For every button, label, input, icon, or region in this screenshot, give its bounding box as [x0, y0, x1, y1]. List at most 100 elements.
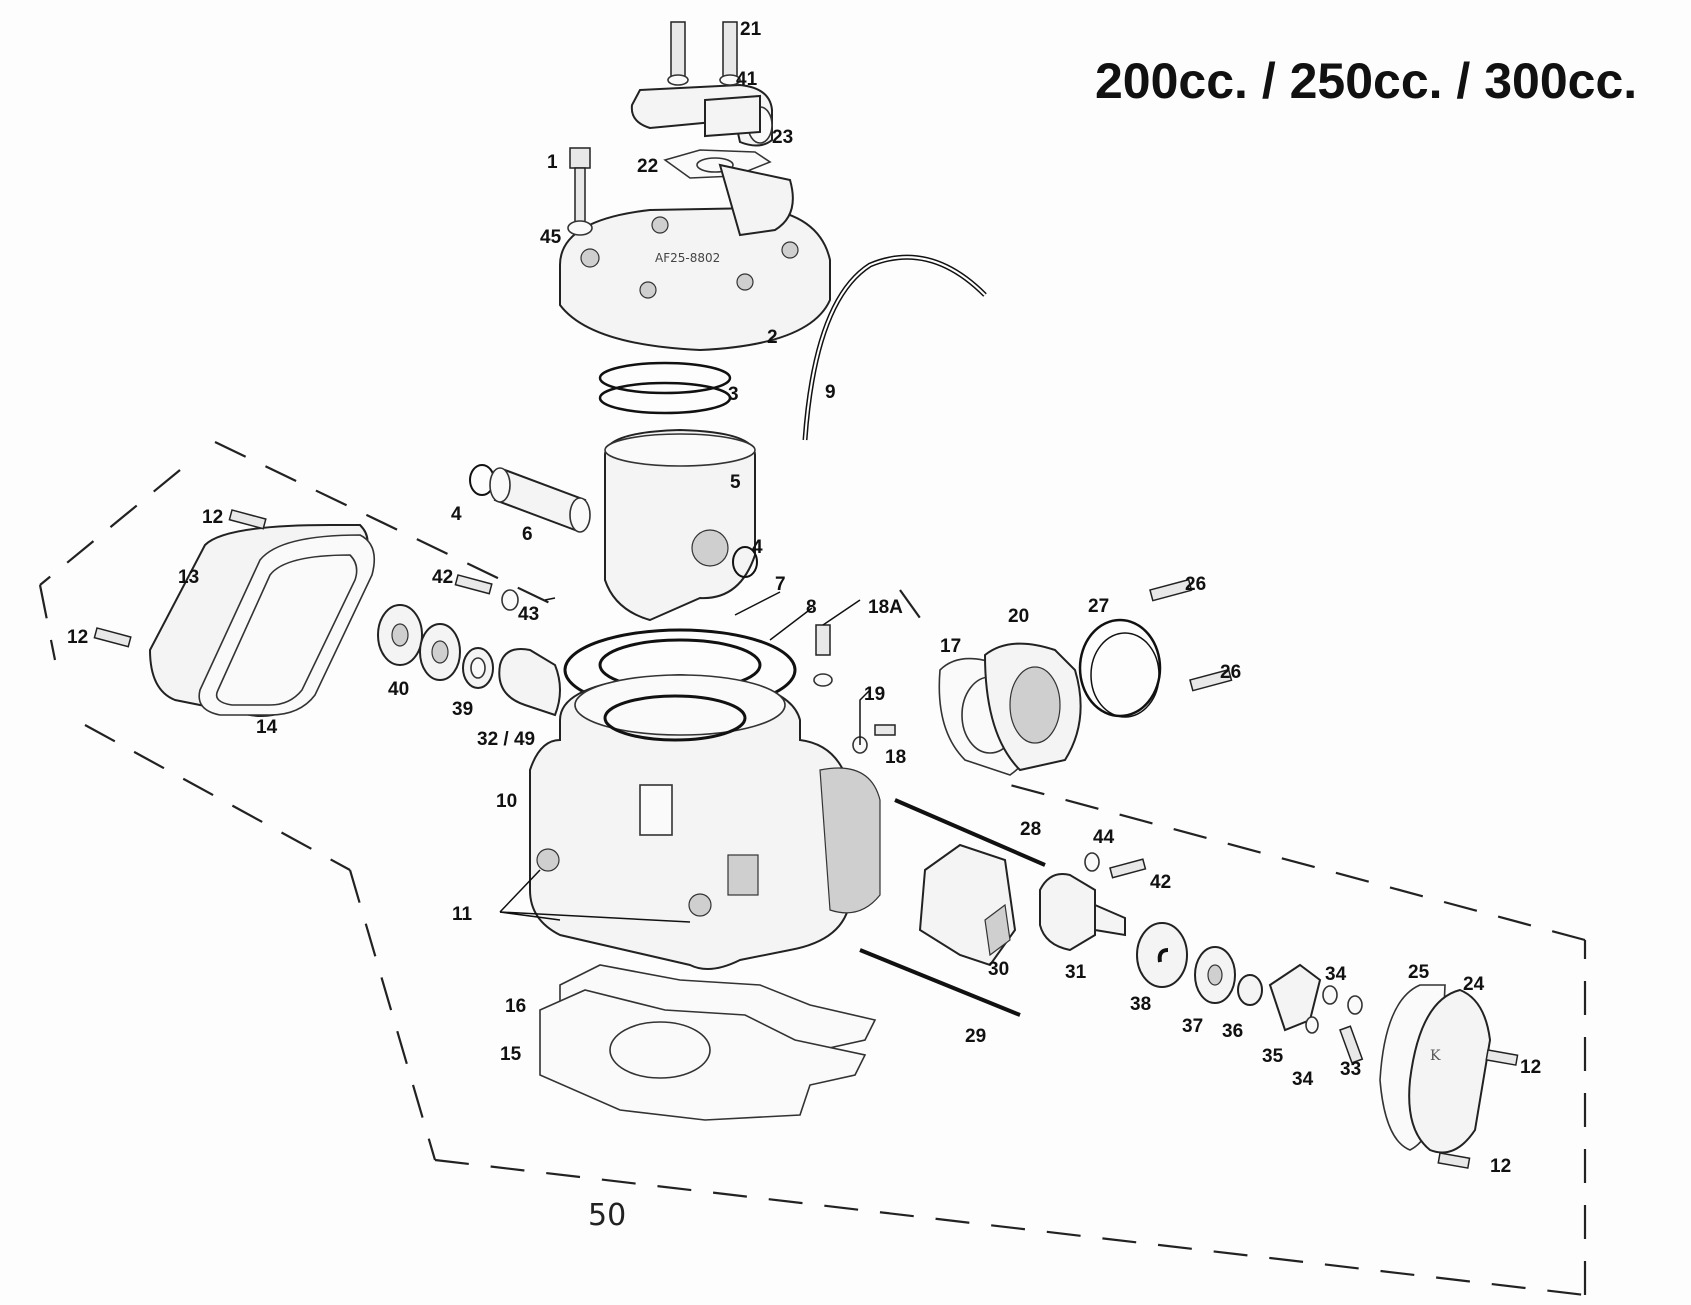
callout-36: 36 — [1222, 1021, 1243, 1042]
callout-42-right: 42 — [1150, 872, 1171, 893]
callout-17: 17 — [940, 636, 961, 657]
callout-40: 40 — [388, 679, 409, 700]
circlip-4-right — [732, 546, 758, 578]
callout-23: 23 — [772, 127, 793, 148]
callout-2: 2 — [767, 327, 778, 348]
callout-41: 41 — [736, 69, 758, 90]
callout-7: 7 — [775, 574, 786, 595]
washer-36 — [1237, 974, 1263, 1006]
rod-29 — [859, 948, 1021, 1017]
callout-12-right-top: 12 — [1520, 1057, 1541, 1078]
page-number: 50 — [588, 1198, 626, 1233]
callout-32-49: 32 / 49 — [477, 729, 535, 750]
water-outlet-23 — [630, 83, 773, 147]
washer-45 — [567, 220, 593, 236]
callout-34-bottom: 34 — [1292, 1069, 1314, 1090]
callout-11: 11 — [452, 904, 473, 925]
exhaust-flange-20 — [983, 642, 1082, 772]
assembly-boundary — [38, 441, 1587, 1297]
callout-18a: 18A — [868, 597, 903, 618]
callout-33: 33 — [1340, 1059, 1361, 1080]
washer-34-side — [1347, 995, 1363, 1015]
model-title: 200cc. / 250cc. / 300cc. — [1095, 53, 1637, 109]
callout-13: 13 — [178, 567, 199, 588]
callout-12-right-bottom: 12 — [1490, 1156, 1511, 1177]
screw-42-right — [1109, 858, 1147, 879]
callout-35: 35 — [1262, 1046, 1284, 1067]
valve-cover-24: K — [1408, 988, 1492, 1154]
callout-18: 18 — [885, 747, 906, 768]
leader-19 — [859, 689, 871, 745]
hose-9 — [802, 254, 987, 441]
piston-5 — [604, 428, 756, 622]
callout-39: 39 — [452, 699, 473, 720]
callout-44: 44 — [1093, 827, 1115, 848]
callout-37: 37 — [1182, 1016, 1203, 1037]
piston-rings-3 — [598, 361, 732, 415]
callout-4-right: 4 — [752, 537, 763, 558]
callout-9: 9 — [825, 382, 836, 403]
callout-12-left-top: 12 — [202, 507, 223, 528]
callout-16: 16 — [505, 996, 526, 1017]
leader-lines — [544, 591, 813, 641]
callout-3: 3 — [728, 384, 739, 405]
callout-14: 14 — [256, 717, 278, 738]
piston-pin-6 — [489, 467, 591, 533]
nut-11 — [499, 869, 691, 923]
callout-42-left: 42 — [432, 567, 453, 588]
cover-gasket-14 — [198, 534, 376, 716]
exhaust-valve-30 — [918, 843, 1017, 967]
o-ring-27 — [1078, 618, 1162, 718]
callout-19: 19 — [864, 684, 885, 705]
bolt-12-right-top — [1485, 1049, 1519, 1066]
bolt-12-right-bottom — [1437, 1152, 1471, 1169]
callout-34-top: 34 — [1325, 964, 1347, 985]
callout-31: 31 — [1065, 962, 1087, 983]
callout-26-lower: 26 — [1220, 662, 1241, 683]
washer-34-top — [1322, 985, 1338, 1005]
callout-6: 6 — [522, 524, 533, 545]
cylinder-10 — [529, 673, 881, 970]
callout-45: 45 — [540, 227, 562, 248]
valve-drum-31 — [1039, 873, 1126, 952]
washer-43 — [501, 589, 519, 611]
washer-41 — [667, 74, 741, 86]
screw-18a — [813, 624, 833, 687]
callout-24: 24 — [1463, 974, 1485, 995]
callout-8: 8 — [806, 597, 817, 618]
callout-22: 22 — [637, 156, 658, 177]
seal-39 — [419, 623, 494, 689]
bearing-40 — [377, 604, 423, 666]
valve-drum-32-49 — [498, 648, 561, 717]
callout-12-left-bottom: 12 — [67, 627, 88, 648]
bolt-26-upper — [1149, 578, 1193, 602]
hose-9-inner — [804, 256, 986, 441]
screw-33 — [1339, 1025, 1364, 1064]
svg-text:AF25-8802: AF25-8802 — [655, 251, 720, 265]
callout-15: 15 — [500, 1044, 522, 1065]
callout-29: 29 — [965, 1026, 986, 1047]
callout-5: 5 — [730, 472, 741, 493]
washer-44 — [1084, 852, 1100, 872]
callout-25: 25 — [1408, 962, 1430, 983]
seal-38 — [1136, 922, 1188, 988]
washer-34-bottom — [1305, 1016, 1319, 1034]
bolt-12-left-top — [228, 509, 267, 530]
callout-4-left: 4 — [451, 504, 462, 525]
bolt-1 — [569, 147, 591, 224]
cylinder-head-2: AF25-8802 — [559, 163, 831, 352]
bolt-21 — [670, 21, 738, 78]
svg-text:K: K — [1430, 1048, 1441, 1064]
callout-10: 10 — [496, 791, 517, 812]
bolt-26-lower — [1189, 668, 1233, 692]
callout-38: 38 — [1130, 994, 1151, 1015]
callout-20: 20 — [1008, 606, 1029, 627]
callout-43: 43 — [518, 604, 539, 625]
callout-26-upper: 26 — [1185, 574, 1206, 595]
rod-28 — [894, 798, 1046, 867]
callout-labels: 1 2 3 4 4 5 6 7 8 9 10 11 12 12 12 12 13… — [67, 19, 1541, 1177]
callout-28: 28 — [1020, 819, 1041, 840]
bolt-12-left-bottom — [93, 627, 132, 648]
base-gasket-15 — [539, 989, 867, 1121]
